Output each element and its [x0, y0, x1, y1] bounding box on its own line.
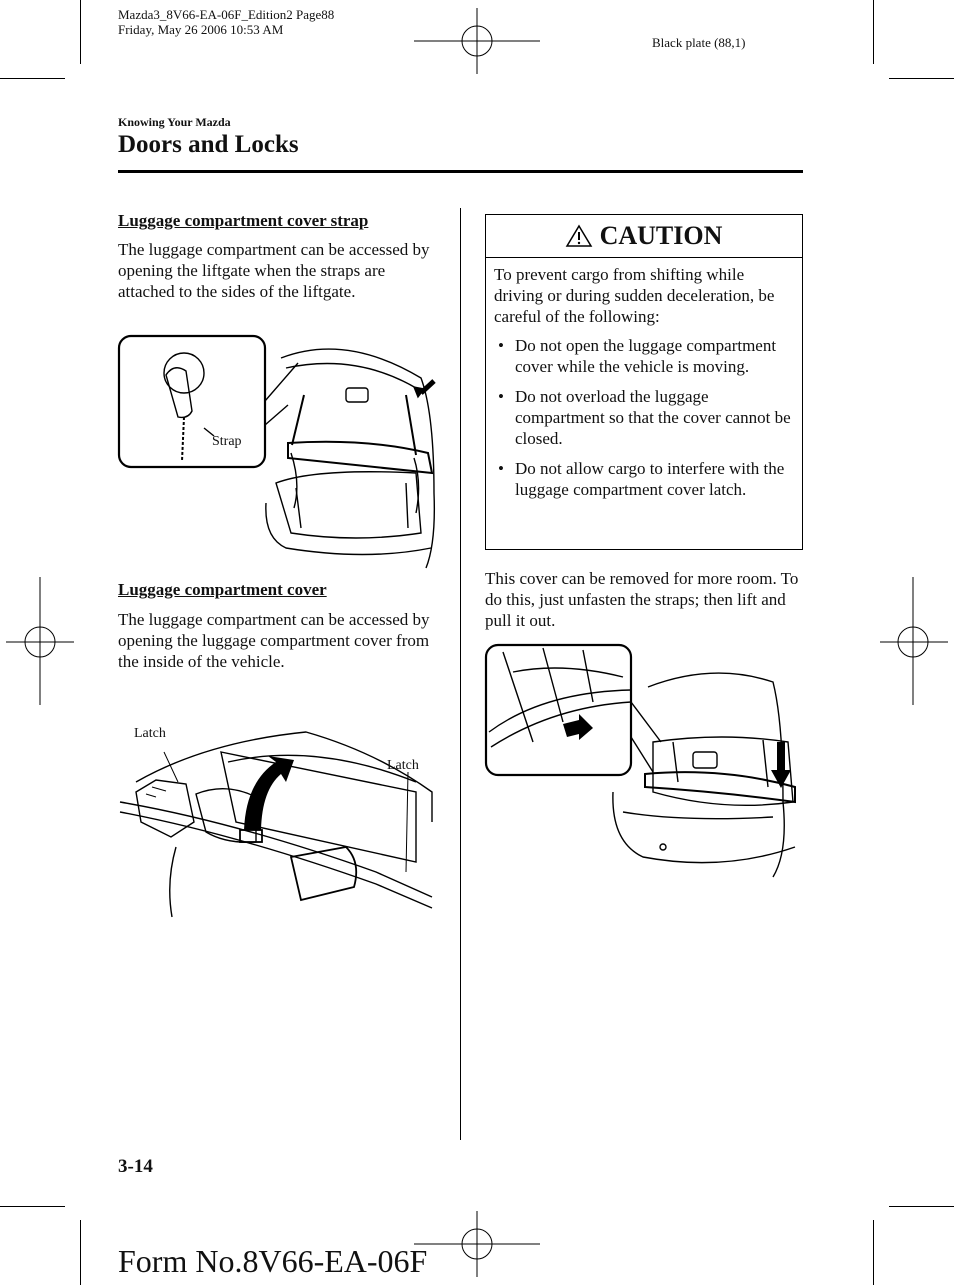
remove-paragraph: This cover can be removed for more room.… [485, 569, 799, 630]
strap-figure: Strap [117, 334, 436, 569]
black-plate: Black plate (88,1) [652, 35, 746, 50]
cover-paragraph: The luggage compartment can be accessed … [118, 610, 430, 671]
form-number: Form No.8V66-EA-06F [118, 1243, 428, 1279]
cover-heading: Luggage compartment cover [118, 580, 327, 599]
caution-list: Do not open the luggage compartment cove… [494, 335, 794, 500]
print-meta: Mazda3_8V66-EA-06F_Edition2 Page88 Frida… [118, 7, 334, 37]
caution-item: Do not open the luggage compartment cove… [494, 335, 794, 377]
warning-triangle-icon [565, 224, 592, 247]
pull-arrow-icon [563, 714, 593, 740]
section-label: Knowing Your Mazda [118, 115, 231, 129]
caution-intro: To prevent cargo from shifting while dri… [494, 265, 775, 326]
caution-body: To prevent cargo from shifting while dri… [486, 258, 802, 515]
page-number: 3-14 [118, 1156, 153, 1177]
removal-figure [484, 643, 796, 878]
meta-line-1: Mazda3_8V66-EA-06F_Edition2 Page88 [118, 7, 335, 22]
caution-box: CAUTION To prevent cargo from shifting w… [485, 214, 803, 550]
title-rule [118, 170, 803, 173]
latch-label-left: Latch [134, 726, 166, 741]
down-arrow-icon [771, 742, 791, 788]
strap-heading: Luggage compartment cover strap [118, 211, 369, 230]
strap-paragraph: The luggage compartment can be accessed … [118, 240, 430, 301]
latch-label-right: Latch [387, 758, 419, 773]
caution-title: CAUTION [599, 221, 723, 250]
caution-item: Do not overload the luggage compartment … [494, 386, 794, 449]
column-divider [460, 208, 461, 1140]
latch-figure: Latch Latch [119, 726, 433, 918]
meta-line-2: Friday, May 26 2006 10:53 AM [118, 22, 284, 37]
caution-header: CAUTION [486, 215, 802, 258]
page-title: Doors and Locks [118, 131, 299, 158]
strap-label: Strap [212, 434, 242, 449]
caution-item: Do not allow cargo to interfere with the… [494, 458, 794, 500]
